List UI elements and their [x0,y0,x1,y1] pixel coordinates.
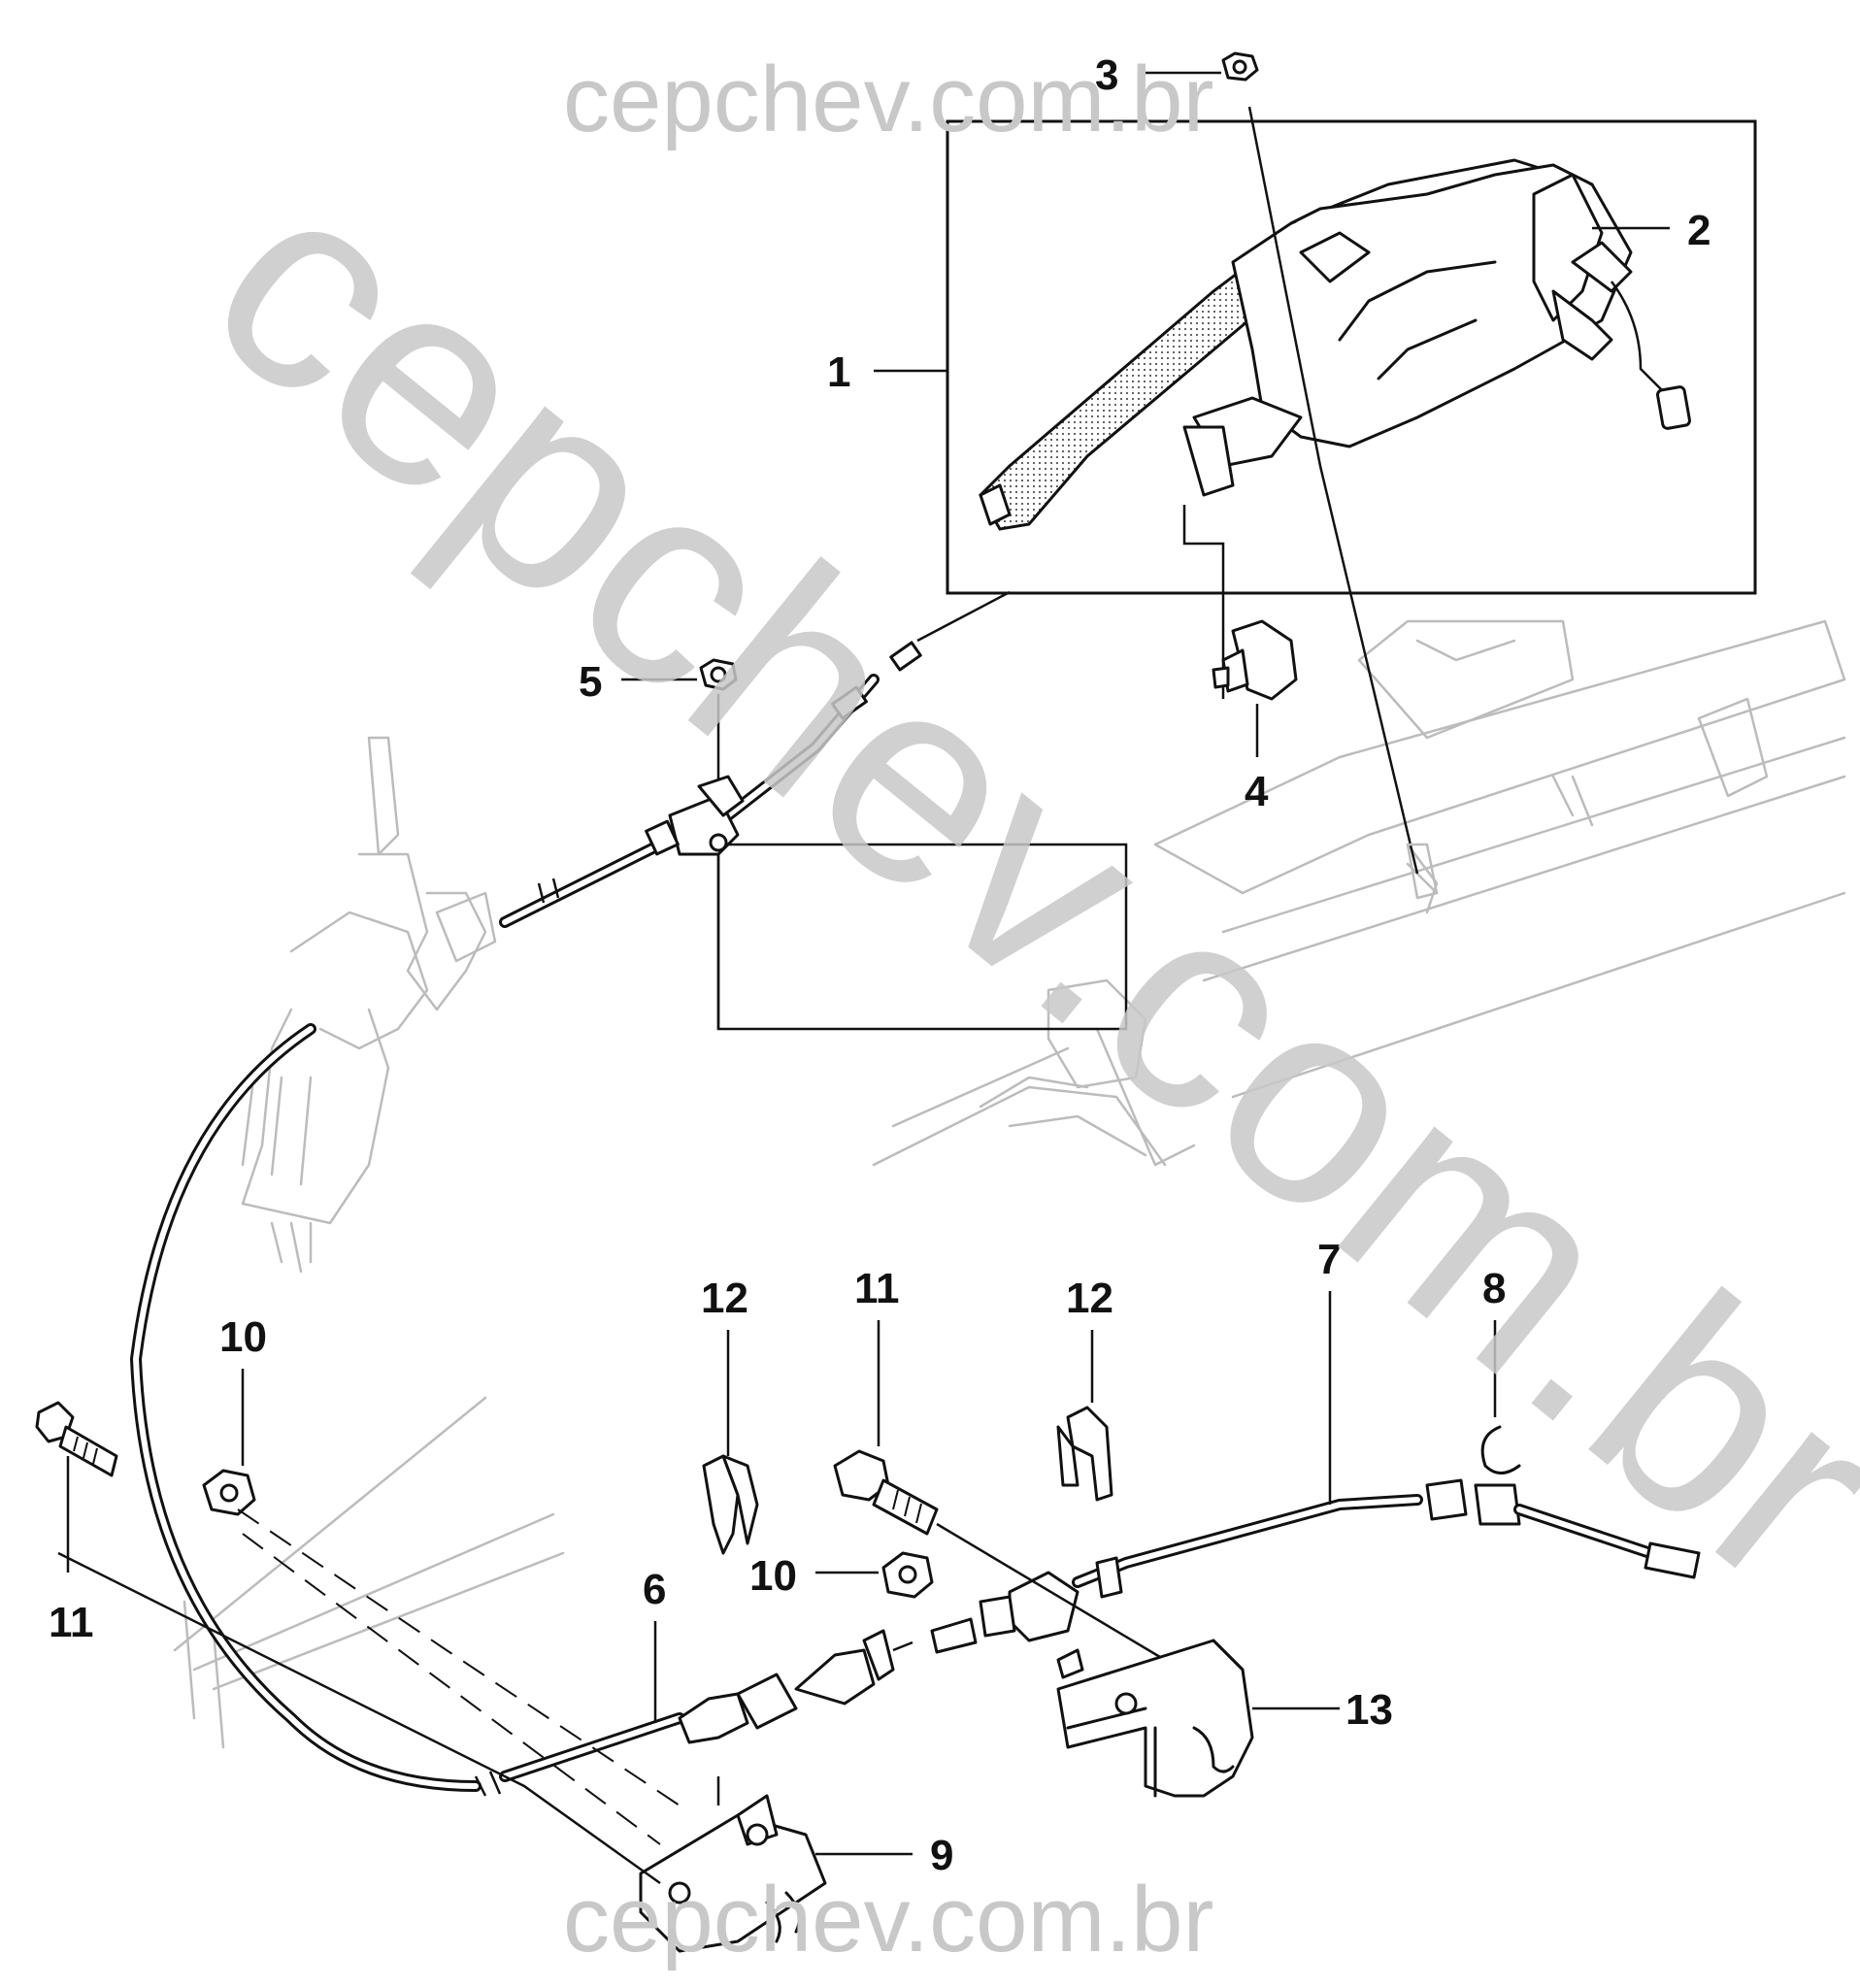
front-cable-equalizer[interactable] [499,590,1011,928]
callout-7-label: 7 [1317,1236,1341,1283]
parking-brake-lever[interactable] [979,158,1691,531]
dashed-line-10 [237,1508,681,1806]
callout-9-label: 9 [930,1832,953,1879]
nut-10-middle[interactable]: 10 [749,1551,934,1600]
nut-3[interactable]: 3 [1095,51,1259,99]
callout-11a-label: 11 [49,1599,94,1646]
callout-10a-label: 10 [219,1313,267,1361]
nut-10-left[interactable]: 10 [202,1313,267,1516]
floor-stud [1406,843,1439,900]
callout-12b-label: 12 [1066,1275,1113,1322]
bolt-11-left[interactable]: 11 [35,1401,118,1646]
bolt-11-middle[interactable]: 11 [833,1265,939,1536]
callout-2: 2 [1592,207,1711,254]
leader-line-11-to-13 [936,1522,1166,1662]
callout-5-label: 5 [579,658,602,706]
nut-5[interactable]: 5 [579,658,738,706]
callout-11b-label: 11 [854,1265,900,1312]
clip-12-left[interactable]: 12 [701,1275,759,1555]
watermark-bottom: cepchev.com.br [563,1868,1214,1971]
vehicle-floor-ghost-outline [173,619,1846,1749]
clip-12-right[interactable]: 12 [1056,1275,1113,1502]
callout-12a-label: 12 [701,1275,748,1322]
rear-cable-left[interactable]: 6 [129,1023,913,1797]
stud-alignment-line [1247,106,1419,875]
callout-8-label: 8 [1482,1265,1506,1312]
bracket-13[interactable]: 13 [1056,1639,1393,1798]
dashed-line-9a [242,1533,661,1845]
callout-13-label: 13 [1345,1686,1393,1734]
bracket-9[interactable]: 9 [639,1776,953,1953]
clip-8[interactable]: 8 [1480,1265,1521,1474]
callout-2-label: 2 [1687,207,1711,254]
callout-3-label: 3 [1095,51,1118,99]
watermark-top: cepchev.com.br [563,48,1214,151]
callout-1-label: 1 [827,348,850,396]
callout-4-label: 4 [1245,768,1269,815]
bumper-4[interactable]: 4 [1182,505,1298,815]
callout-10b-label: 10 [749,1552,797,1600]
rear-cable-right[interactable]: 7 [930,1236,1701,1654]
callout-1: 1 [827,348,947,396]
leader-line-11-to-9 [57,1551,661,1885]
callout-6-label: 6 [643,1566,666,1613]
